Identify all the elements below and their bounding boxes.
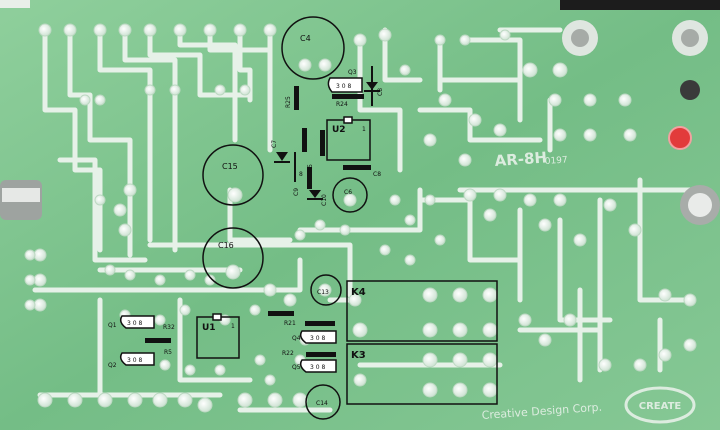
label-u1: U1 bbox=[202, 323, 216, 333]
label-c10: C10 bbox=[321, 194, 328, 206]
label-r22: R22 bbox=[282, 350, 294, 357]
label-c16: C16 bbox=[218, 241, 234, 250]
copper-traces bbox=[32, 27, 703, 413]
label-c6: C6 bbox=[344, 189, 352, 196]
label-q2-pkg: 3 0 8 bbox=[127, 357, 142, 364]
k3-outline bbox=[346, 343, 498, 405]
c7-diode bbox=[276, 152, 288, 161]
annotation-overlay bbox=[119, 16, 498, 420]
label-r25: R25 bbox=[285, 96, 292, 108]
label-q5-pkg: 3 0 8 bbox=[310, 364, 325, 371]
r8-mark bbox=[302, 128, 307, 152]
mounting-standoffs bbox=[0, 20, 720, 225]
c10-diode bbox=[309, 190, 321, 198]
c9-diode-lead bbox=[294, 152, 296, 182]
label-u2-pin1: 1 bbox=[362, 126, 366, 133]
r5-mark bbox=[320, 130, 325, 156]
label-q2: Q2 bbox=[108, 362, 117, 369]
label-c14: C14 bbox=[316, 400, 328, 407]
label-q1-pkg: 3 0 8 bbox=[127, 320, 142, 327]
q4-outline bbox=[299, 330, 337, 344]
r24-mark bbox=[332, 94, 364, 99]
q1-outline bbox=[119, 315, 155, 329]
label-q4-pkg: 3 0 8 bbox=[310, 335, 325, 342]
label-c9: C9 bbox=[293, 188, 300, 196]
label-r8: 8 bbox=[299, 171, 303, 178]
r21-mark bbox=[268, 311, 294, 316]
k4-outline bbox=[346, 280, 498, 342]
label-r5: R5 bbox=[307, 164, 314, 172]
label-c8: C8 bbox=[373, 171, 381, 178]
board-revision-label: 0197 bbox=[545, 155, 569, 167]
label-k4: K4 bbox=[351, 287, 366, 298]
board-model-label: AR-8H bbox=[494, 148, 548, 170]
top-right-dark-corner bbox=[560, 0, 720, 10]
c4-marker bbox=[281, 16, 345, 80]
label-r24: R24 bbox=[336, 101, 348, 108]
c8-mark bbox=[343, 165, 371, 170]
c6-marker bbox=[332, 177, 368, 213]
label-r21: R21 bbox=[284, 320, 296, 327]
label-q4: Q4 bbox=[292, 335, 301, 342]
label-u2: U2 bbox=[332, 125, 346, 135]
label-q3-pkg: 3 0 8 bbox=[336, 83, 351, 90]
led-indicator bbox=[668, 126, 692, 150]
label-r5b: R5 bbox=[164, 349, 172, 356]
label-c13: C13 bbox=[317, 289, 329, 296]
label-r32: R32 bbox=[163, 324, 175, 331]
component-marks bbox=[145, 66, 380, 357]
c13-marker bbox=[310, 274, 342, 306]
q5-outline bbox=[299, 359, 337, 373]
c7-diode-bar bbox=[274, 161, 290, 163]
label-c15: C15 bbox=[222, 162, 238, 171]
label-c18: C8 bbox=[377, 88, 384, 96]
label-k3: K3 bbox=[351, 350, 366, 361]
q2-outline bbox=[119, 352, 155, 366]
u2-notch bbox=[343, 116, 353, 124]
label-c7: C7 bbox=[271, 140, 278, 148]
label-q1: Q1 bbox=[108, 322, 117, 329]
label-q5: Q5 bbox=[292, 364, 301, 371]
c16-marker bbox=[202, 227, 264, 289]
r22b-mark bbox=[306, 352, 336, 357]
r22-mark bbox=[305, 321, 335, 326]
maker-logo: CREATE bbox=[624, 386, 696, 424]
top-left-dark-corner bbox=[0, 0, 30, 8]
label-u1-pin1: 1 bbox=[231, 323, 235, 330]
c15-marker bbox=[202, 144, 264, 206]
r25-mark bbox=[294, 86, 299, 110]
label-q3: Q3 bbox=[348, 69, 357, 76]
q3-outline bbox=[327, 77, 363, 93]
maker-logo-text: CREATE bbox=[639, 401, 682, 412]
c18-diode-lead bbox=[371, 66, 373, 106]
solder-pads bbox=[24, 23, 697, 413]
r5b-mark bbox=[307, 167, 312, 189]
c14-marker bbox=[305, 384, 341, 420]
u1-notch bbox=[212, 313, 222, 321]
r32-mark bbox=[145, 338, 171, 343]
c10-diode-bar bbox=[307, 198, 323, 200]
label-c4: C4 bbox=[300, 34, 311, 43]
